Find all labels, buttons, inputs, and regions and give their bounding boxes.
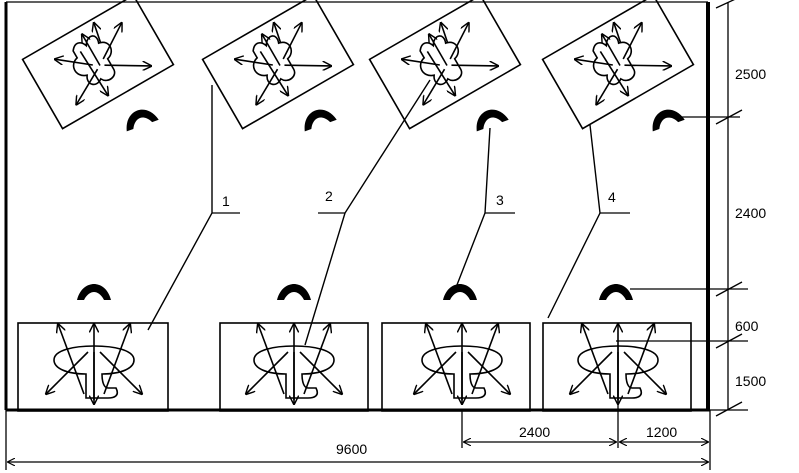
upper-machine-4: [543, 0, 694, 129]
workplace-label-group-3: 3: [485, 192, 515, 214]
dim-bottom-offset: 1200: [646, 424, 677, 440]
bottom-dimension-lines: [5, 345, 711, 470]
lower-machine-2: [219, 322, 369, 412]
workplace-label-group-1: 1: [212, 193, 240, 214]
worker-path-4: [547, 124, 601, 319]
workplace-label-4: 4: [608, 189, 616, 205]
lower-machine-3: [381, 322, 531, 412]
workplace-label-2: 2: [325, 188, 333, 204]
dim-right-middle: 2400: [735, 205, 766, 221]
dim-bottom-spacing: 2400: [519, 424, 550, 440]
dim-right-top: 2500: [735, 66, 766, 82]
operator-head-upper-3: [471, 104, 509, 132]
workplace-label-1: 1: [222, 193, 230, 209]
dim-right-bottom: 1500: [735, 373, 766, 389]
operator-head-upper-2: [299, 104, 337, 132]
upper-machine-1: [23, 0, 174, 129]
dim-total-width: 9600: [336, 441, 367, 457]
operator-head-upper-1: [121, 104, 159, 132]
upper-machine-3: [370, 0, 521, 129]
workplace-label-group-2: 2: [318, 188, 345, 214]
operator-head-lower-4: [599, 284, 633, 300]
upper-machine-2: [203, 0, 354, 129]
operator-head-lower-2: [277, 284, 311, 300]
dim-right-lower: 600: [735, 318, 759, 334]
operator-head-lower-1: [77, 284, 111, 300]
worker-path-3: [454, 127, 491, 291]
right-dimension-chain: [616, 0, 748, 417]
workplace-label-3: 3: [496, 192, 504, 208]
operator-head-upper-4: [647, 104, 685, 132]
lower-machine-1: [17, 322, 169, 412]
lower-machine-4: [542, 322, 692, 412]
operator-head-lower-3: [443, 284, 477, 300]
worker-path-1: [147, 85, 213, 331]
workplace-label-group-4: 4: [600, 189, 630, 214]
